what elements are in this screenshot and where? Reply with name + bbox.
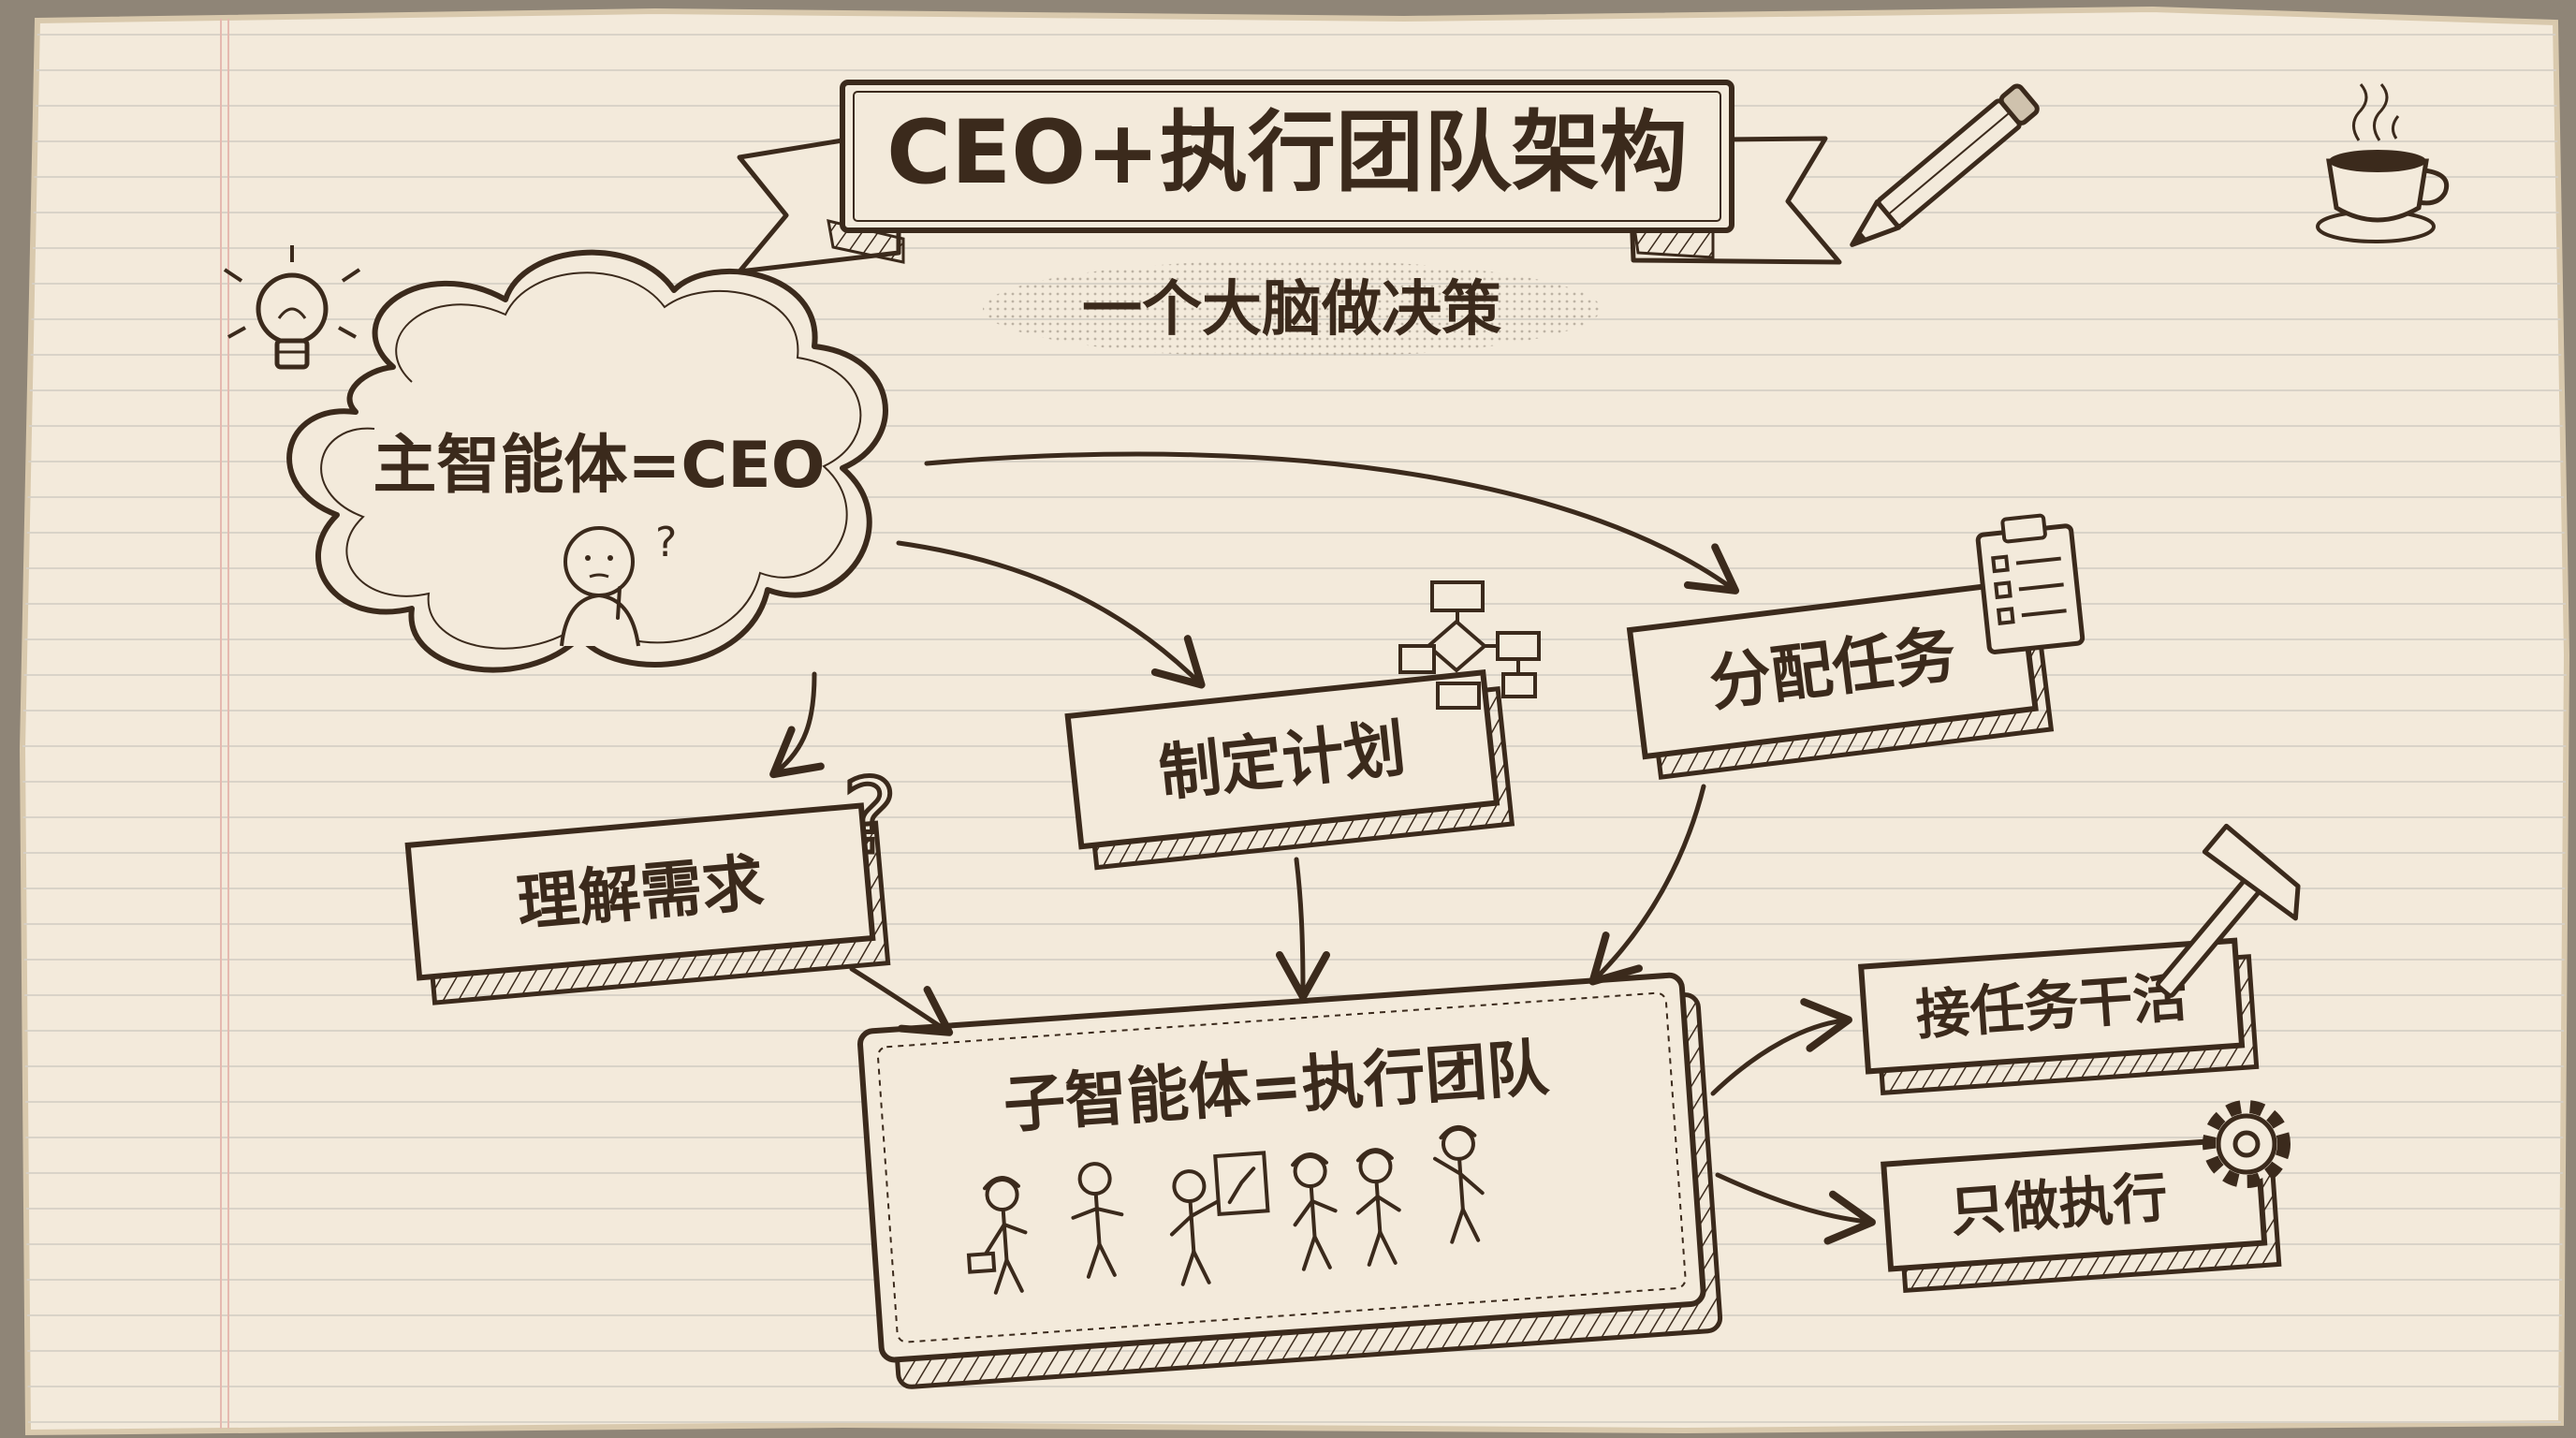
diagram-subtitle: 一个大脑做决策	[1082, 275, 1501, 345]
subtitle-group: 一个大脑做决策	[983, 260, 1601, 358]
edge-team-execute	[1715, 1172, 1876, 1245]
diagram-title: CEO+执行团队架构	[886, 102, 1688, 204]
title-banner: CEO+执行团队架构	[737, 80, 1842, 274]
execute-label: 只做执行	[1949, 1166, 2170, 1244]
gear-icon	[2203, 1100, 2291, 1188]
ceo-label: 主智能体=CEO	[373, 429, 825, 503]
edges	[769, 451, 1876, 1245]
stick-figure-workers-icon	[966, 1124, 1485, 1295]
edge-ceo-plan	[896, 540, 1206, 689]
edge-assign-team	[1588, 784, 1706, 986]
node-plan: 制定计划	[1064, 669, 1515, 871]
edge-team-work	[1710, 998, 1852, 1096]
thinking-person-icon: ?	[560, 519, 677, 647]
node-execute: 只做执行	[1881, 1135, 2282, 1294]
flowchart-icon	[1398, 580, 1541, 710]
node-team: 子智能体=执行团队	[857, 972, 1723, 1389]
node-understand: 理解需求	[404, 802, 891, 1005]
edge-ceo-assign	[924, 451, 1740, 594]
edge-understand-team	[849, 966, 954, 1036]
node-assign: 分配任务	[1626, 579, 2055, 780]
node-ceo: 主智能体=CEO ?	[286, 249, 888, 673]
coffee-cup-icon	[2316, 83, 2450, 243]
pencil-icon	[1850, 83, 2040, 247]
lightbulb-icon	[223, 245, 361, 370]
hammer-icon	[2156, 823, 2301, 998]
clipboard-checklist-icon	[1975, 513, 2086, 654]
question-mark-icon: ?	[655, 519, 677, 566]
edge-plan-team	[1275, 857, 1330, 1001]
edge-ceo-understand	[769, 671, 825, 779]
